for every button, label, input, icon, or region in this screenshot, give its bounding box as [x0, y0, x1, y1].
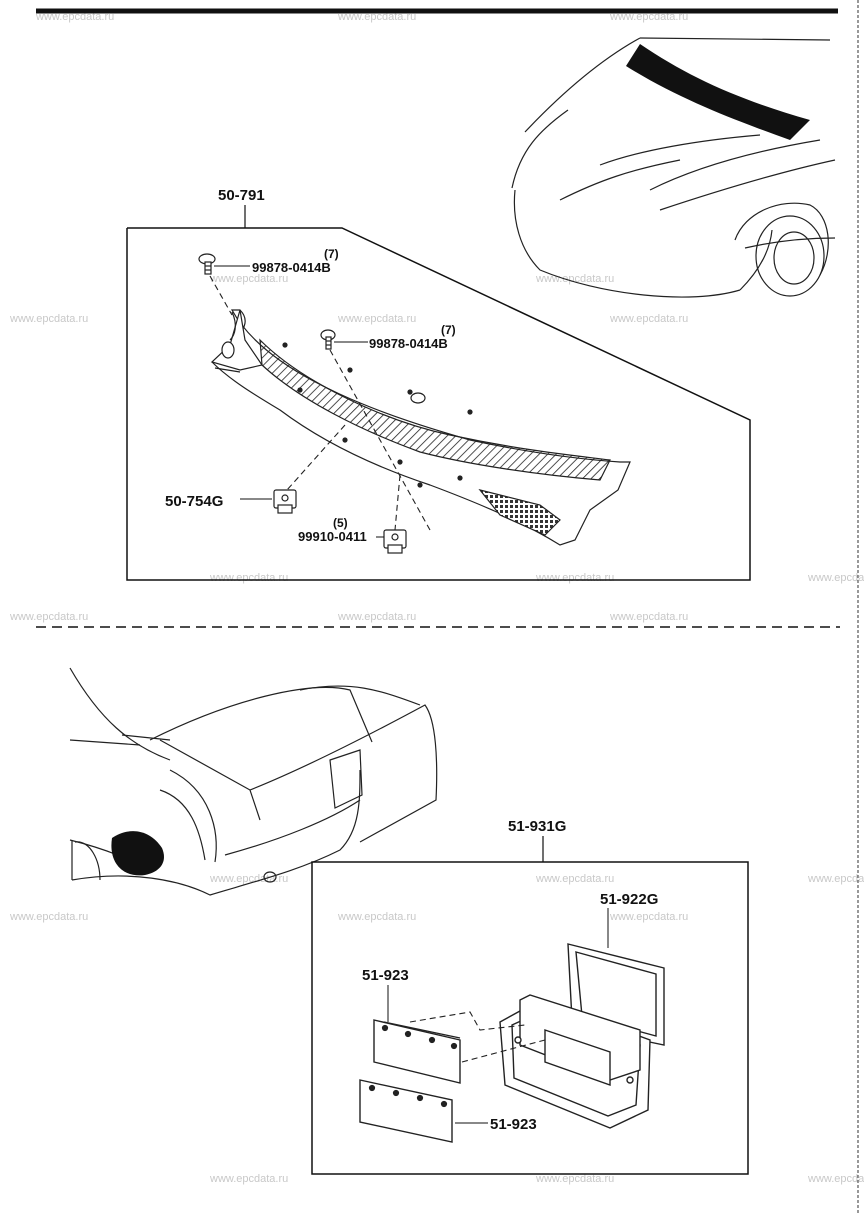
louver-plate	[373, 1019, 461, 1084]
svg-text:www.epcdata.ru: www.epcdata.ru	[337, 11, 416, 23]
lower-detail-box	[311, 861, 749, 1175]
svg-text:www.epcdata.ru: www.epcdata.ru	[337, 313, 416, 325]
svg-text:www.epcdata.ru: www.epcdata.ru	[609, 313, 688, 325]
assembly-label-51-931G: 51-931G	[508, 818, 566, 835]
clip-icon	[273, 489, 297, 514]
assembly-lines	[409, 1011, 546, 1063]
fastener-lines	[209, 275, 431, 531]
svg-text:www.epcdata.ru: www.epcdata.ru	[807, 1173, 864, 1185]
assembly-label-50-791: 50-791	[218, 187, 265, 204]
svg-text:www.epcdata.ru: www.epcdata.ru	[209, 273, 288, 285]
screw-icon	[198, 253, 216, 275]
rear-car-illustration	[69, 667, 438, 896]
watermark-layer: www.epcdata.ru www.epcdata.ru www.epcdat…	[9, 11, 864, 1185]
part-qty: (5)	[333, 516, 348, 530]
svg-text:www.epcdata.ru: www.epcdata.ru	[35, 11, 114, 23]
part-label: 51-923	[362, 967, 409, 984]
svg-text:www.epcdata.ru: www.epcdata.ru	[535, 273, 614, 285]
duct-housing	[499, 994, 651, 1129]
screw-icon	[320, 329, 336, 350]
louver-plate	[359, 1079, 453, 1143]
part-label: 51-923	[490, 1116, 537, 1133]
svg-text:www.epcdata.ru: www.epcdata.ru	[807, 572, 864, 584]
svg-text:www.epcdata.ru: www.epcdata.ru	[337, 611, 416, 623]
grille-highlight	[111, 831, 165, 876]
cowl-grille-panel	[210, 309, 631, 546]
svg-text:www.epcdata.ru: www.epcdata.ru	[337, 911, 416, 923]
svg-text:www.epcdata.ru: www.epcdata.ru	[9, 611, 88, 623]
part-label: 50-754G	[165, 493, 223, 510]
cowl-highlight	[626, 44, 810, 140]
part-label: 99878-0414B	[252, 260, 331, 275]
part-label: 51-922G	[600, 891, 658, 908]
svg-text:www.epcdata.ru: www.epcdata.ru	[535, 572, 614, 584]
svg-text:www.epcdata.ru: www.epcdata.ru	[209, 1173, 288, 1185]
svg-text:www.epcdata.ru: www.epcdata.ru	[9, 911, 88, 923]
front-car-illustration	[511, 37, 836, 298]
leader-lines	[214, 265, 384, 538]
svg-text:www.epcdata.ru: www.epcdata.ru	[209, 572, 288, 584]
part-label: 99878-0414B	[369, 336, 448, 351]
part-qty: (7)	[324, 247, 339, 261]
svg-text:www.epcdata.ru: www.epcdata.ru	[9, 313, 88, 325]
svg-text:www.epcdata.ru: www.epcdata.ru	[609, 11, 688, 23]
leader-lines	[387, 908, 609, 1124]
part-label: 99910-0411	[298, 529, 367, 544]
svg-text:www.epcdata.ru: www.epcdata.ru	[609, 611, 688, 623]
svg-text:www.epcdata.ru: www.epcdata.ru	[609, 911, 688, 923]
part-qty: (7)	[441, 323, 456, 337]
svg-text:www.epcdata.ru: www.epcdata.ru	[535, 873, 614, 885]
upper-detail-box	[126, 227, 751, 581]
clip-icon	[383, 529, 407, 554]
svg-text:www.epcdata.ru: www.epcdata.ru	[807, 873, 864, 885]
svg-text:www.epcdata.ru: www.epcdata.ru	[535, 1173, 614, 1185]
